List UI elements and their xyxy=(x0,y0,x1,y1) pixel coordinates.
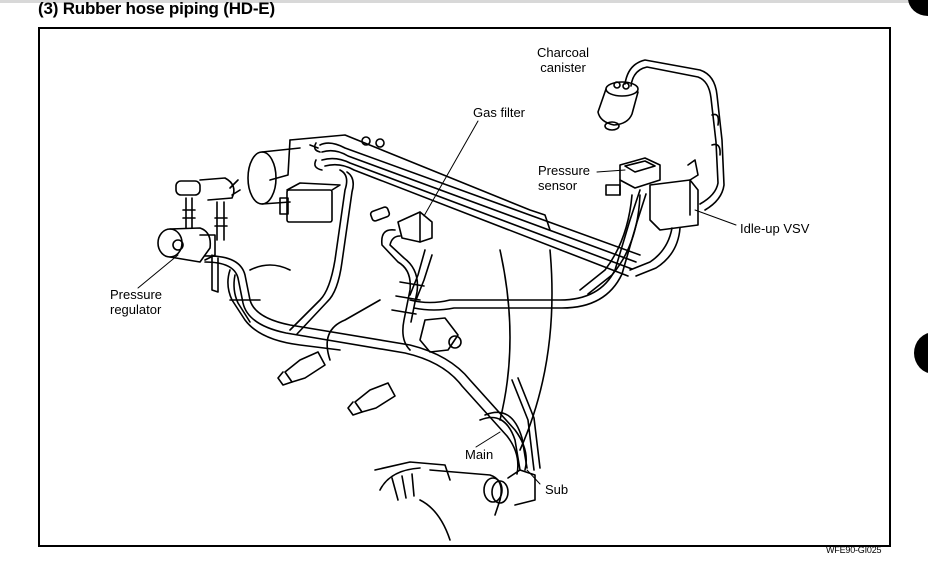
main-leader xyxy=(475,431,501,448)
leader-lines xyxy=(137,120,737,485)
section-heading: (3) Rubber hose piping (HD-E) xyxy=(38,0,275,18)
label-sub: Sub xyxy=(545,482,569,497)
canister-hose xyxy=(624,59,725,211)
pressure-regulator-assembly xyxy=(157,177,241,293)
pressure-sensor xyxy=(605,157,661,196)
pressure-sensor-leader xyxy=(596,169,626,173)
manifold-drop-hose xyxy=(289,169,354,335)
label-charcoal-canister: Charcoal canister xyxy=(537,45,589,75)
gas-filter xyxy=(369,206,433,243)
idle-up-vsv xyxy=(649,159,699,231)
label-pressure-sensor-line2: sensor xyxy=(538,178,578,193)
sensor-vsv-hoses xyxy=(579,194,681,295)
regulator-to-main-hose xyxy=(204,255,528,475)
main-sub-hoses xyxy=(479,377,541,471)
label-pressure-regulator-line1: Pressure xyxy=(110,287,163,302)
label-pressure-regulator-line2: regulator xyxy=(110,302,162,317)
label-charcoal-canister-line1: Charcoal xyxy=(537,45,590,60)
pressure-regulator-leader xyxy=(137,254,179,289)
page-index-tab-middle xyxy=(914,332,928,374)
engine-block xyxy=(229,134,553,451)
gas-filter-leader xyxy=(423,120,479,217)
sub-leader xyxy=(526,469,541,485)
label-pressure-sensor: Pressure sensor xyxy=(538,163,590,193)
label-charcoal-canister-line2: canister xyxy=(540,60,586,75)
throttle-body xyxy=(279,182,341,223)
diagram-frame xyxy=(38,27,891,547)
label-gas-filter: Gas filter xyxy=(473,105,526,120)
label-pressure-regulator: Pressure regulator xyxy=(110,287,162,317)
rear-delivery-assembly xyxy=(374,461,536,541)
label-main: Main xyxy=(465,447,494,462)
label-idle-up-vsv: Idle-up VSV xyxy=(740,221,810,236)
page-top-edge xyxy=(0,0,928,3)
label-pressure-sensor-line1: Pressure xyxy=(538,163,591,178)
injectors xyxy=(277,317,462,416)
charcoal-canister xyxy=(597,81,639,131)
figure-code: WFE90-GI025 xyxy=(826,545,882,555)
idle-up-vsv-leader xyxy=(694,209,737,226)
upper-hose-bundle xyxy=(313,136,641,277)
